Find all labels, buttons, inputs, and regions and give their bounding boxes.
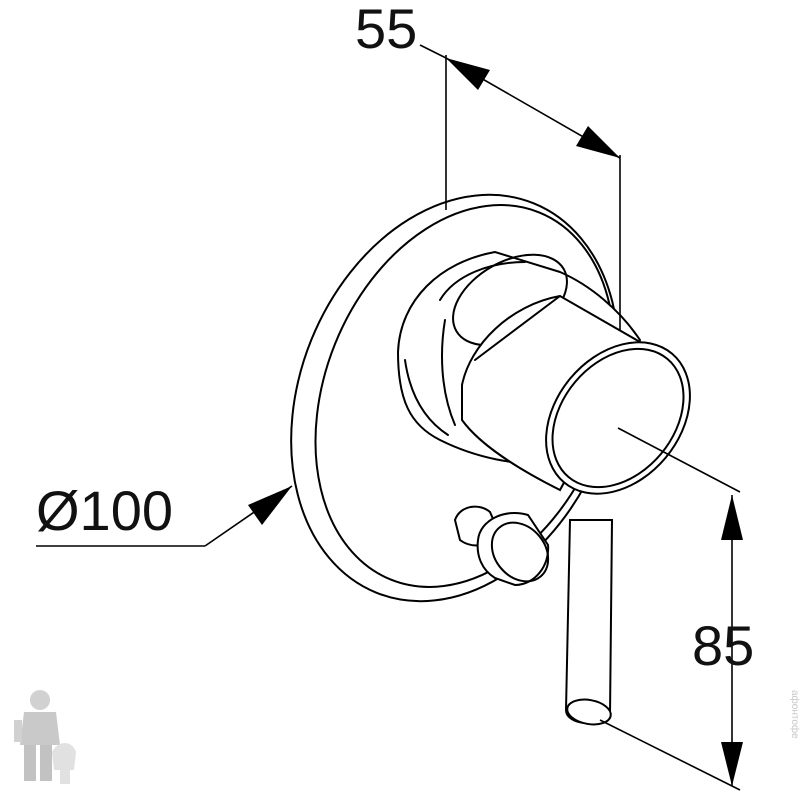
arrow-head-icon bbox=[721, 742, 743, 786]
arrow-head-icon bbox=[721, 495, 743, 540]
dimension-diameter: Ø100 bbox=[36, 479, 293, 547]
dimension-depth: 55 bbox=[355, 0, 621, 330]
arrow-head-icon bbox=[248, 486, 292, 525]
lever-head bbox=[461, 294, 691, 495]
dimension-depth-label: 55 bbox=[355, 0, 417, 60]
dimension-height-label: 85 bbox=[692, 614, 754, 677]
arrow-head-icon bbox=[446, 58, 490, 90]
plumber-logo-icon bbox=[14, 690, 76, 784]
arrow-head-icon bbox=[576, 126, 620, 158]
diverter-knob bbox=[453, 505, 550, 587]
watermark-text: афонтофе bbox=[789, 690, 800, 739]
dimension-height: 85 bbox=[599, 427, 754, 791]
lever-stem bbox=[564, 519, 614, 726]
dimension-diameter-label: Ø100 bbox=[36, 479, 173, 542]
